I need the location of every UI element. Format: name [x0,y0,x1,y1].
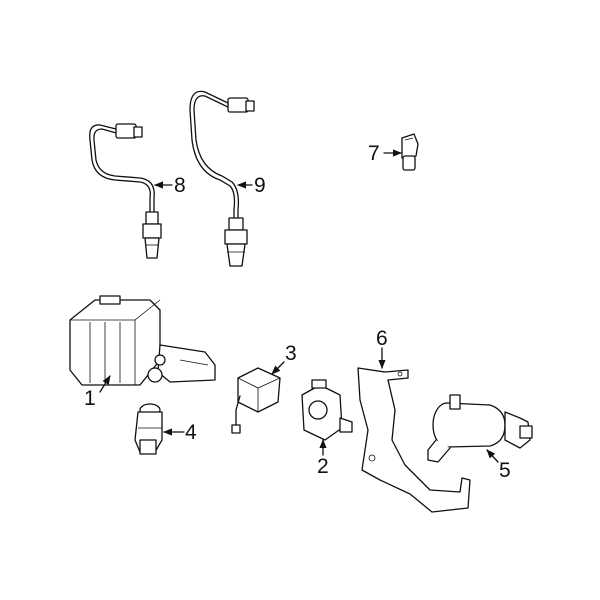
pressure-sensor [401,133,419,171]
callout-8: 8 [174,174,186,197]
leader-arrows [99,149,499,463]
callout-4: 4 [185,421,197,444]
arrow-3 [271,361,285,375]
callout-3: 3 [285,342,297,365]
vent-valve [134,403,163,455]
leak-detection-pump [301,379,353,441]
oxygen-sensor-downstream [189,90,255,267]
charcoal-canister [69,295,216,386]
callout-9: 9 [254,174,266,197]
auxiliary-pump [427,394,533,463]
callout-6: 6 [376,327,388,350]
arrow-5 [486,449,499,463]
callout-2: 2 [317,455,329,478]
callout-1: 1 [84,387,96,410]
callout-7: 7 [368,142,380,165]
purge-solenoid [231,367,281,434]
mounting-bracket [357,367,471,513]
arrow-1 [99,375,111,393]
oxygen-sensor-upstream [89,123,162,259]
callout-5: 5 [499,459,511,482]
